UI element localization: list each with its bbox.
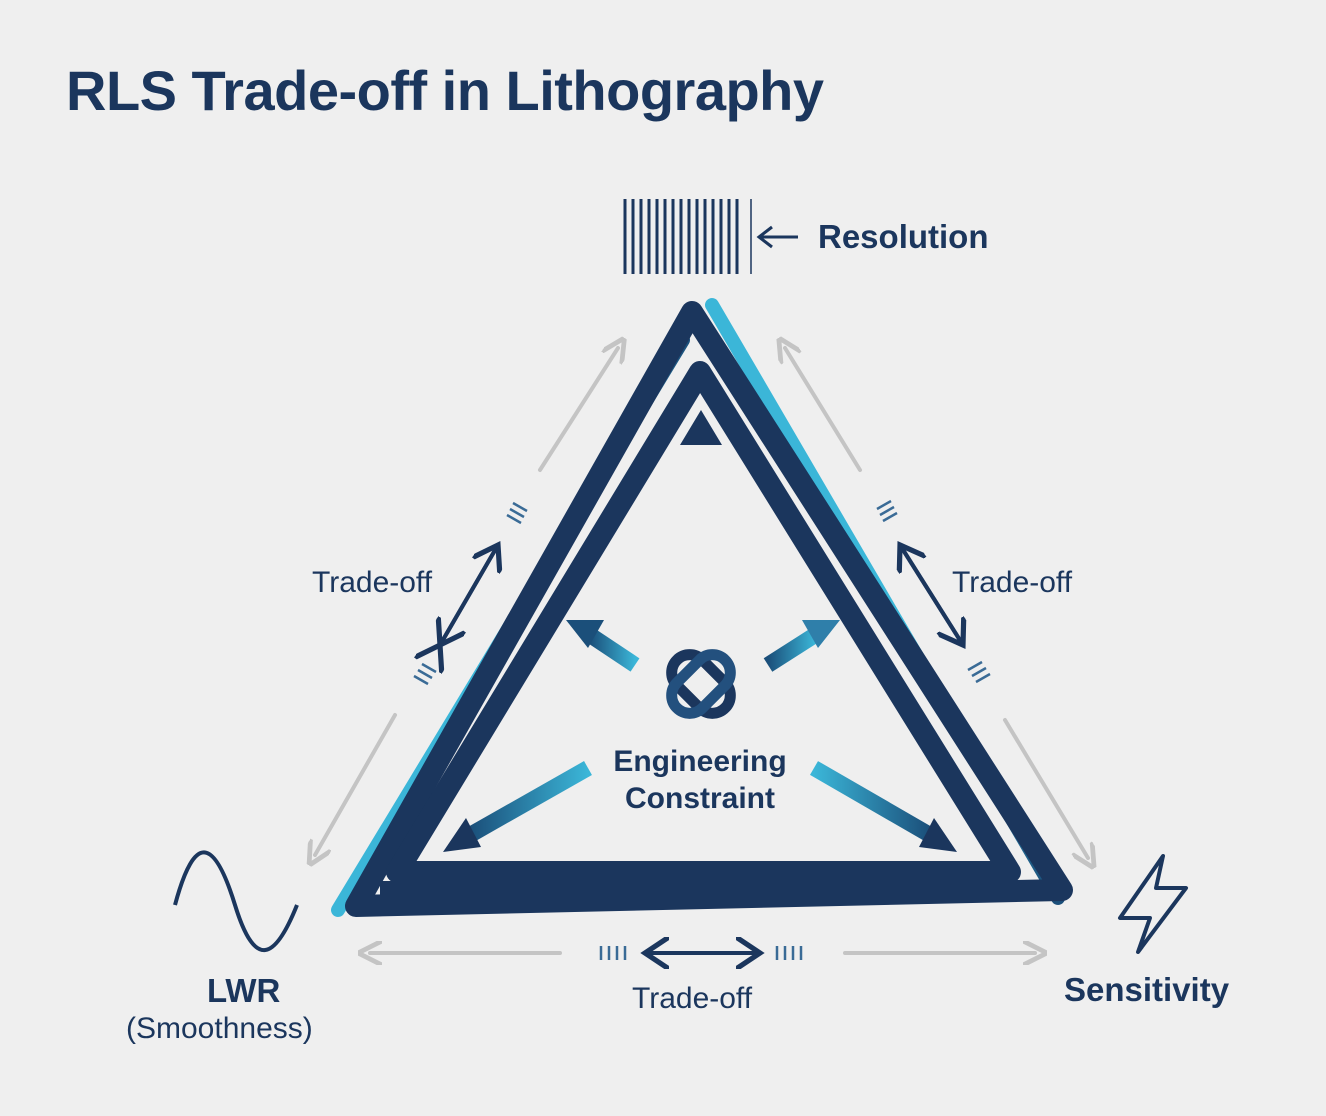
center-label-line1: Engineering [613,745,787,778]
line-grating-icon [623,199,752,274]
page-title: RLS Trade-off in Lithography [66,59,824,122]
interlocked-knot-icon [666,649,736,719]
center-label: Engineering Constraint [600,743,800,817]
resolution-arrow-icon [756,225,798,249]
sine-wave-icon [173,850,299,953]
resolution-label: Resolution [818,218,989,255]
sensitivity-label: Sensitivity [1064,971,1230,1008]
trade-off-bottom-label: Trade-off [632,982,753,1015]
trade-off-right-label: Trade-off [952,566,1073,599]
constraint-arrows [443,410,957,852]
inner-triangle [386,361,1021,883]
trade-off-left-label: Trade-off [312,566,433,599]
lwr-sublabel: (Smoothness) [126,1012,313,1045]
lightning-bolt-icon [1118,854,1188,954]
center-label-line2: Constraint [625,782,775,815]
lwr-label: LWR [207,972,281,1009]
outer-gray-arrows [315,348,1088,953]
trade-off-double-arrows [440,545,963,953]
